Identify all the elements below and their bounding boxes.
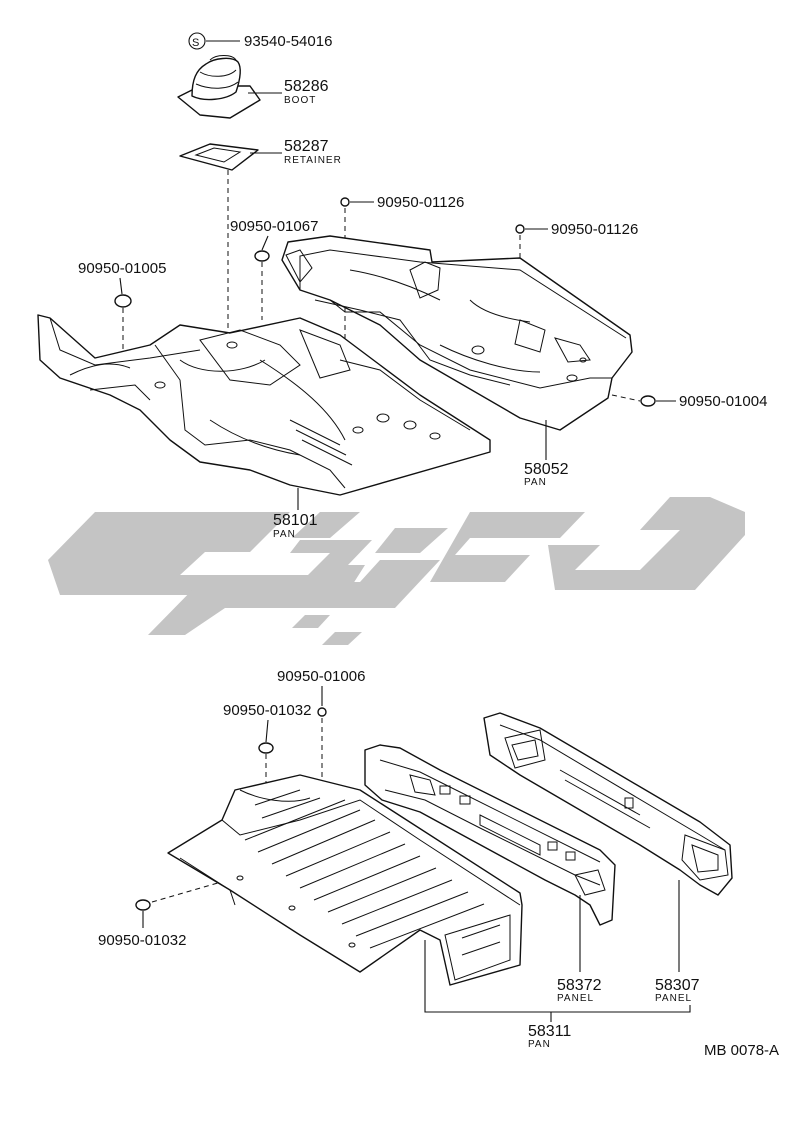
part-number-90950-01067: 90950-01067 [230, 218, 318, 235]
plug-icon [640, 395, 656, 407]
pan-58311-drawing [167, 774, 523, 986]
boot-58286-drawing [177, 55, 261, 119]
part-number-93540-54016: 93540-54016 [244, 33, 332, 50]
part-name-panel-58307: PANEL [655, 993, 692, 1004]
pan-58101-drawing [37, 314, 491, 496]
part-name-pan-58311: PAN [528, 1039, 551, 1050]
screw-symbol-icon: S [188, 32, 206, 50]
part-number-90950-01004: 90950-01004 [679, 393, 767, 410]
panel-58307-drawing [483, 712, 733, 896]
part-number-58052: 58052 [524, 461, 569, 478]
part-name-pan-58052: PAN [524, 477, 547, 488]
part-number-90950-01006: 90950-01006 [277, 668, 365, 685]
part-name-pan-58101: PAN [273, 529, 296, 540]
plug-icon [515, 224, 525, 234]
part-number-90950-01032-a: 90950-01032 [223, 702, 311, 719]
panel-58372-drawing [364, 744, 616, 926]
part-number-58101: 58101 [273, 512, 318, 529]
plug-icon [135, 899, 151, 911]
part-name-retainer: RETAINER [284, 155, 342, 166]
part-number-58287: 58287 [284, 138, 329, 155]
svg-text:S: S [192, 37, 199, 49]
part-number-90950-01126-a: 90950-01126 [377, 194, 464, 211]
plug-icon [258, 742, 274, 754]
part-number-58372: 58372 [557, 977, 602, 994]
part-number-90950-01005: 90950-01005 [78, 260, 166, 277]
pan-58052-drawing [281, 235, 633, 431]
part-number-58311: 58311 [528, 1023, 571, 1040]
part-number-58307: 58307 [655, 977, 700, 994]
retainer-58287-drawing [179, 143, 259, 171]
part-name-panel-58372: PANEL [557, 993, 594, 1004]
watermark-logo [48, 497, 745, 645]
part-number-90950-01126-b: 90950-01126 [551, 221, 638, 238]
part-name-boot: BOOT [284, 95, 316, 106]
plug-icon [317, 707, 327, 717]
plug-icon [254, 250, 270, 262]
plug-icon [340, 197, 350, 207]
part-number-58286: 58286 [284, 78, 329, 95]
plug-icon [114, 294, 132, 308]
part-number-90950-01032-b: 90950-01032 [98, 932, 186, 949]
diagram-code: MB 0078-A [704, 1042, 779, 1059]
